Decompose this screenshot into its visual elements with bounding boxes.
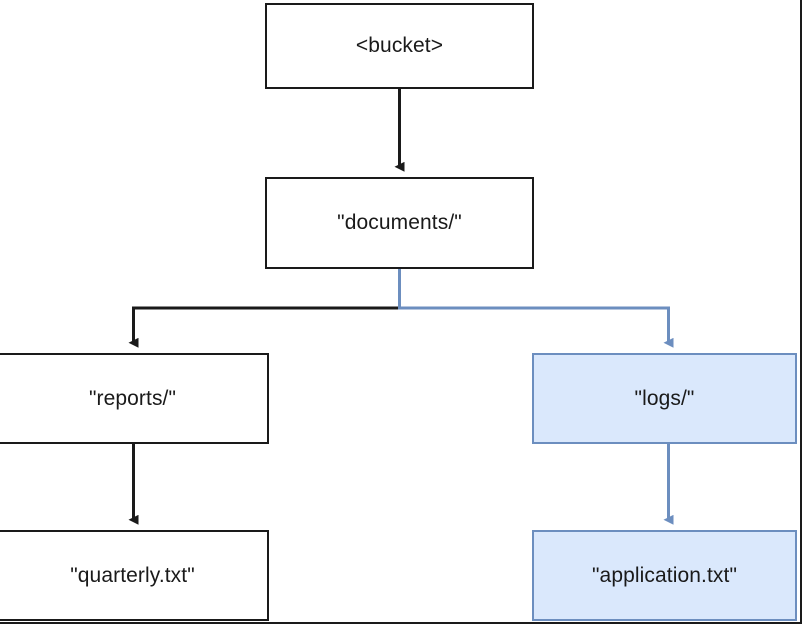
- node-application-txt-label: "application.txt": [591, 563, 738, 587]
- node-logs[interactable]: "logs/": [532, 353, 797, 444]
- node-reports[interactable]: "reports/": [0, 353, 269, 444]
- edge-documents-to-logs: [398, 269, 674, 348]
- node-reports-label: "reports/": [88, 386, 177, 410]
- node-logs-label: "logs/": [634, 386, 695, 410]
- node-bucket[interactable]: <bucket>: [265, 3, 534, 89]
- edge-documents-to-reports: [128, 269, 401, 348]
- node-documents-label: "documents/": [337, 211, 462, 235]
- node-application-txt[interactable]: "application.txt": [532, 530, 797, 621]
- node-quarterly-txt-label: "quarterly.txt": [70, 563, 195, 587]
- node-quarterly-txt[interactable]: "quarterly.txt": [0, 530, 269, 621]
- node-bucket-label: <bucket>: [355, 34, 444, 58]
- node-documents[interactable]: "documents/": [265, 177, 534, 269]
